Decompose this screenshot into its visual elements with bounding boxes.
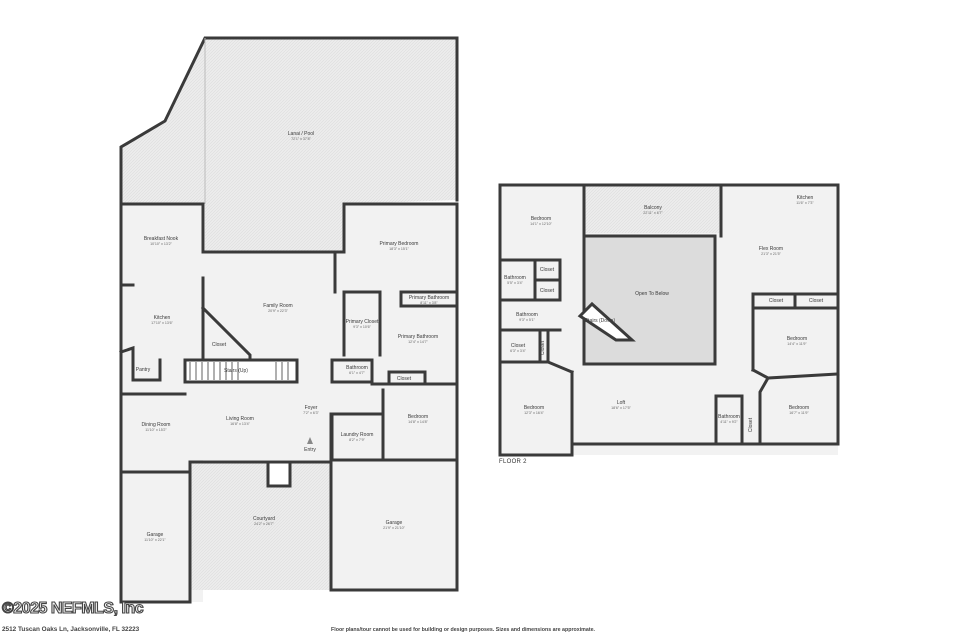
room-name-living-room: Living Room <box>226 416 254 422</box>
room-name-bedroom-nw: Bedroom <box>531 216 551 222</box>
room-name-primary-closet: Primary Closet <box>346 319 379 325</box>
room-name-garage-left: Garage <box>147 532 164 538</box>
room-dim-breakfast-nook: 10'10" x 13'2" <box>150 242 172 246</box>
garage-left-floor <box>121 472 190 602</box>
nook-north-wall <box>119 202 205 254</box>
room-name-pantry: Pantry <box>136 367 151 373</box>
room-name-closet-hall: Closet <box>397 376 412 382</box>
room-dim-courtyard: 24'2" x 26'7" <box>254 522 274 526</box>
room-dim-kitchen-2: 11'6" x 7'3" <box>796 201 814 205</box>
room-dim-bedroom-nw: 14'1" x 12'10" <box>530 222 552 226</box>
room-dim-primary-closet: 9'3" x 10'6" <box>353 325 371 329</box>
room-name-foyer: Foyer <box>305 405 318 411</box>
room-dim-bathroom-2c: 4'11" x 9'2" <box>720 420 738 424</box>
room-name-bathroom-2a: Bathroom <box>504 275 526 281</box>
room-name-balcony: Balcony <box>644 205 662 211</box>
copyright-watermark: ©2025 NEFMLS, Inc <box>1 599 144 617</box>
room-name-closet-2c: Closet <box>769 298 784 304</box>
disclaimer-text: Floor plans/tour cannot be used for buil… <box>331 627 596 633</box>
room-name-breakfast-nook: Breakfast Nook <box>144 236 179 242</box>
room-dim-dining-room: 11'10" x 15'2" <box>145 428 167 432</box>
room-dim-foyer: 7'2" x 6'3" <box>303 411 319 415</box>
room-dim-family-room: 20'9" x 22'3" <box>268 309 288 313</box>
room-dim-bathroom-1: 6'1" x 4'7" <box>349 371 365 375</box>
room-name-primary-bedroom: Primary Bedroom <box>380 241 419 247</box>
room-dim-laundry-room: 8'2" x 7'9" <box>349 438 365 442</box>
floor-2-labels: Bedroom 14'1" x 12'10" Balcony 22'11" x … <box>504 195 824 432</box>
room-dim-bedroom-e: 14'4" x 11'9" <box>787 342 807 346</box>
room-dim-closet-2e: 6'3" x 3'4" <box>510 349 526 353</box>
room-dim-primary-bathroom-small: 8'11" x 3'8" <box>420 301 438 305</box>
room-name-primary-bathroom: Primary Bathroom <box>398 334 438 340</box>
room-dim-loft: 18'6" x 17'5" <box>611 406 631 410</box>
lanai-outline <box>119 36 459 206</box>
room-name-bathroom-2c: Bathroom <box>718 414 740 420</box>
garage-right-floor <box>331 460 457 590</box>
courtyard-area <box>190 462 330 590</box>
property-address: 2512 Tuscan Oaks Ln, Jacksonville, FL 32… <box>2 626 140 633</box>
room-name-kitchen: Kitchen <box>154 315 171 321</box>
room-dim-primary-bathroom: 12'4" x 14'7" <box>408 340 428 344</box>
room-name-lanai: Lanai / Pool <box>288 131 314 137</box>
room-dim-kitchen: 17'10" x 13'6" <box>151 321 173 325</box>
room-name-closet-2f: Closet <box>540 340 546 355</box>
room-dim-flex-room: 21'3" x 21'5" <box>761 252 781 256</box>
room-name-entry: Entry <box>304 447 316 453</box>
room-name-closet-2e: Closet <box>511 343 526 349</box>
room-dim-living-room: 16'8" x 13'4" <box>230 422 250 426</box>
room-name-bedroom-se: Bedroom <box>789 405 809 411</box>
room-name-closet-kitchen: Closet <box>212 342 227 348</box>
stairs-treads <box>189 362 289 380</box>
room-name-dining-room: Dining Room <box>142 422 171 428</box>
room-dim-bedroom-sw: 12'3" x 16'4" <box>524 411 544 415</box>
room-dim-garage-right: 21'9" x 21'10" <box>383 526 405 530</box>
room-name-bathroom-2b: Bathroom <box>516 312 538 318</box>
room-name-family-room: Family Room <box>263 303 292 309</box>
north-wall <box>201 202 459 462</box>
floor-2-label: FLOOR 2 <box>499 459 527 465</box>
floor-2-plan <box>498 183 840 457</box>
west-wall <box>119 202 192 604</box>
room-name-closet-2b: Closet <box>540 288 555 294</box>
room-dim-balcony: 22'11" x 6'7" <box>643 211 663 215</box>
room-name-bedroom-1: Bedroom <box>408 414 428 420</box>
room-name-closet-2g: Closet <box>748 417 754 432</box>
room-name-stairs-up: Stairs (Up) <box>224 368 248 374</box>
room-name-flex-room: Flex Room <box>759 246 783 252</box>
room-dim-bedroom-1: 14'8" x 14'8" <box>408 420 428 424</box>
room-name-primary-bathroom-small: Primary Bathroom <box>409 295 449 301</box>
floor-1-labels: Lanai / Pool 72'1" x 37'8" Breakfast Noo… <box>136 131 449 542</box>
room-dim-bathroom-2b: 9'3" x 5'1" <box>519 318 535 322</box>
garage-right-outer <box>329 458 459 592</box>
room-name-closet-2d: Closet <box>809 298 824 304</box>
room-name-loft: Loft <box>617 400 626 406</box>
primary-bedroom-floor <box>344 204 457 252</box>
room-dim-bedroom-se: 16'7" x 11'9" <box>789 411 809 415</box>
floor-1-plan <box>119 36 459 604</box>
room-dim-garage-left: 11'10" x 22'1" <box>144 538 166 542</box>
room-name-closet-2a: Closet <box>540 267 555 273</box>
room-name-laundry-room: Laundry Room <box>341 432 374 438</box>
room-name-bathroom-1: Bathroom <box>346 365 368 371</box>
room-dim-lanai: 72'1" x 37'8" <box>291 137 311 141</box>
balcony-area <box>584 185 721 233</box>
room-name-kitchen-2: Kitchen <box>797 195 814 201</box>
room-name-bedroom-sw: Bedroom <box>524 405 544 411</box>
room-name-courtyard: Courtyard <box>253 516 275 522</box>
room-name-garage-right: Garage <box>386 520 403 526</box>
room-name-open-to-below: Open To Below <box>635 291 669 297</box>
room-dim-primary-bedroom: 18'3" x 15'1" <box>389 247 409 251</box>
open-to-below-void <box>584 236 715 364</box>
room-name-bedroom-e: Bedroom <box>787 336 807 342</box>
room-name-stairs-down: Stairs (Down) <box>585 318 616 324</box>
room-dim-bathroom-2a: 5'5" x 3'4" <box>507 281 523 285</box>
